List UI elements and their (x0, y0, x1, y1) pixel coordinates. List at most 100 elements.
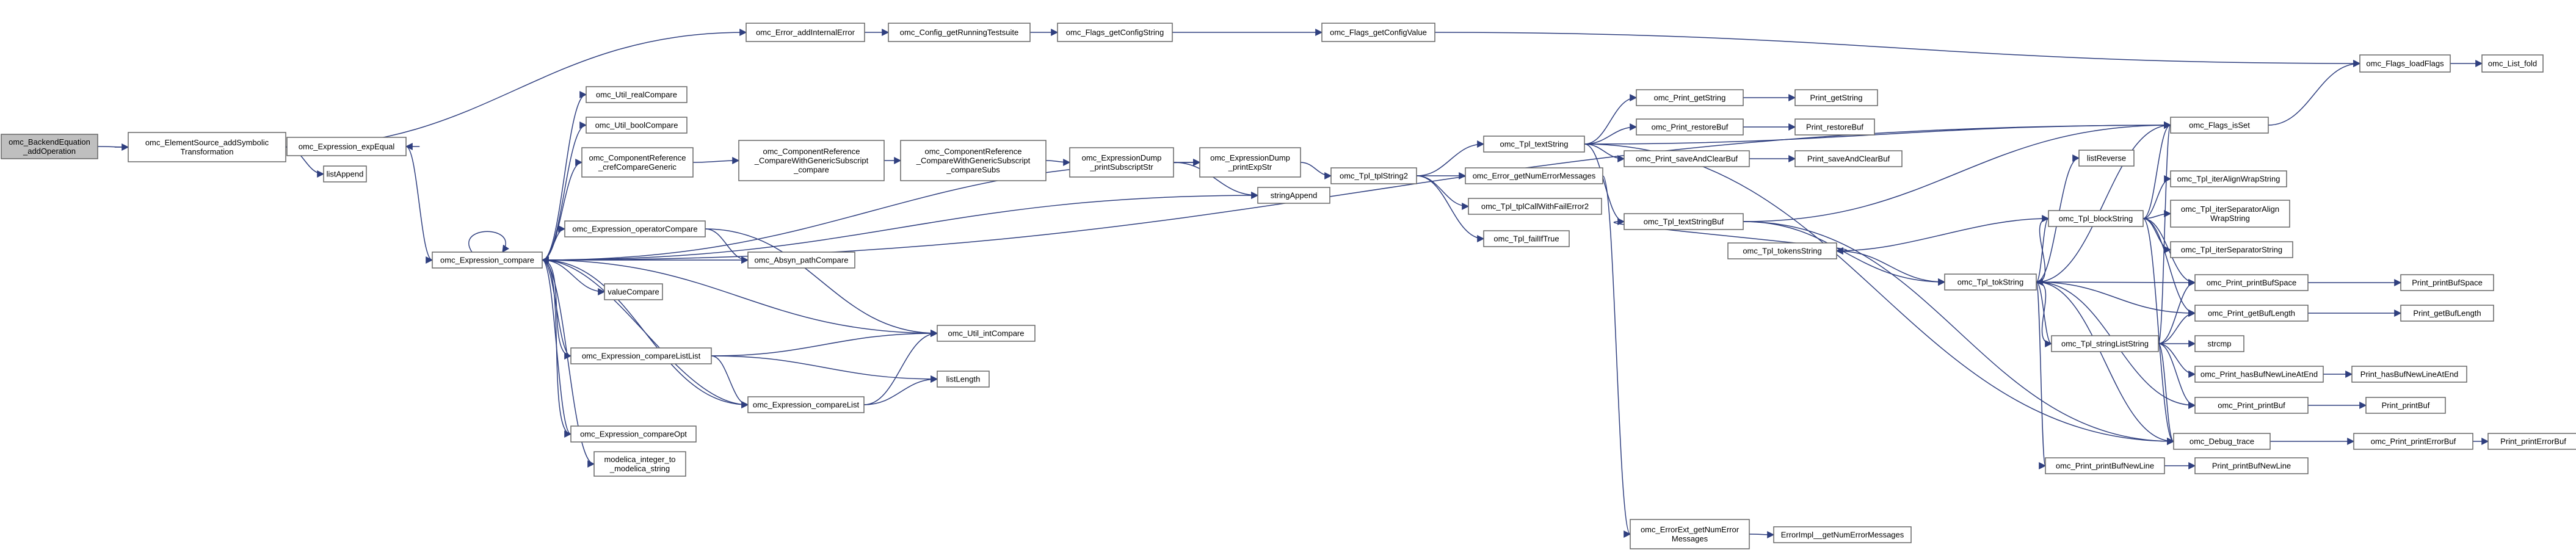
node-utilBool[interactable]: omc_Util_boolCompare (586, 117, 688, 134)
node-expDumpSub[interactable]: omc_ExpressionDump_printSubscriptStr (1069, 147, 1174, 178)
node-label: _compareSubs (946, 165, 1000, 175)
node-tplTokensString[interactable]: omc_Tpl_tokensString (1727, 242, 1837, 259)
edge-tplStrListString-to-printHasNewLine (2158, 343, 2196, 378)
node-tplFailIfTrue[interactable]: omc_Tpl_failIfTrue (1483, 230, 1570, 247)
node-expCompare[interactable]: omc_Expression_compare (432, 251, 543, 269)
node-tplIterSep[interactable]: omc_Tpl_iterSeparatorString (2170, 241, 2293, 258)
node-printHasNewLine[interactable]: omc_Print_hasBufNewLineAtEnd (2194, 366, 2324, 383)
edge-tplTextString-to-tplTextStringBuf (1584, 143, 1625, 225)
edge-tplStrListString-to-tplTokString (2035, 278, 2052, 344)
node-debugTrace[interactable]: omc_Debug_trace (2173, 433, 2271, 450)
node-tplStrListString[interactable]: omc_Tpl_stringListString (2051, 335, 2159, 352)
node-label: omc_Flags_getConfigValue (1330, 28, 1427, 37)
node-cfgRunning[interactable]: omc_Config_getRunningTestsuite (888, 23, 1031, 42)
node-label: omc_Tpl_tokensString (1743, 247, 1821, 256)
node-printSaveClear[interactable]: omc_Print_saveAndClearBuf (1624, 150, 1750, 167)
node-listFold[interactable]: omc_List_fold (2481, 54, 2544, 73)
node-stringAppend[interactable]: stringAppend (1257, 187, 1330, 204)
node-utilReal[interactable]: omc_Util_realCompare (586, 86, 688, 103)
node-box (1069, 147, 1174, 178)
node-box (570, 425, 697, 443)
node-tplTextStringBuf[interactable]: omc_Tpl_textStringBuf (1624, 213, 1744, 230)
node-box (2481, 54, 2544, 73)
edge-expCompare-to-expCompare (468, 231, 509, 253)
node-printBufNewLine[interactable]: omc_Print_printBufNewLine (2045, 457, 2165, 474)
node-label: Print_getBufLength (2413, 309, 2481, 318)
node-box (2359, 54, 2451, 73)
node-label: omc_Config_getRunningTestsuite (900, 28, 1018, 37)
edge-tplTokString-to-flagsIsSet (2036, 121, 2172, 283)
node-listLength[interactable]: listLength (937, 371, 990, 388)
node-box (1321, 23, 1435, 42)
node-printPrintErrorBuf[interactable]: omc_Print_printErrorBuf (2353, 433, 2473, 450)
node-label: _printSubscriptStr (1089, 162, 1153, 172)
node-errAddInternal[interactable]: omc_Error_addInternalError (746, 23, 865, 42)
node-box (1773, 526, 1912, 543)
node-label: omc_Print_printBufSpace (2207, 278, 2296, 288)
node-box (323, 165, 367, 183)
node-label: Print_printBufSpace (2412, 278, 2483, 288)
node-listReverse[interactable]: listReverse (2078, 150, 2135, 167)
node-expCmpListList[interactable]: omc_Expression_compareListList (570, 347, 712, 364)
node-tplBlockString[interactable]: omc_Tpl_blockString (2048, 210, 2144, 227)
node-box (2400, 305, 2494, 322)
node-expCmpList[interactable]: omc_Expression_compareList (747, 396, 865, 413)
node-tplCallFail[interactable]: omc_Tpl_tplCallWithFailError2 (1468, 198, 1602, 215)
node-PrintGetBufLen[interactable]: Print_getBufLength (2400, 305, 2494, 322)
node-label: omc_ComponentReference (925, 147, 1022, 156)
node-tplTokString[interactable]: omc_Tpl_tokString (1944, 273, 2037, 291)
node-flagsGetConfigValue[interactable]: omc_Flags_getConfigValue (1321, 23, 1435, 42)
node-esAdd[interactable]: omc_ElementSource_addSymbolicTransformat… (128, 132, 286, 162)
node-expCmpOpt[interactable]: omc_Expression_compareOpt (570, 425, 697, 443)
node-PrintPrintErrorBuf[interactable]: Print_printErrorBuf (2487, 433, 2576, 450)
node-label: Print_getString (1810, 93, 1863, 103)
node-crefCmpSubs[interactable]: omc_ComponentReference_CompareWithGeneri… (738, 140, 885, 181)
node-box (1624, 213, 1744, 230)
node-PrintBufNewLine[interactable]: Print_printBufNewLine (2194, 457, 2309, 474)
node-flagsIsSet[interactable]: omc_Flags_isSet (2170, 117, 2269, 134)
node-box (586, 86, 688, 103)
node-tplString2[interactable]: omc_Tpl_tplString2 (1330, 167, 1417, 184)
node-label: omc_ElementSource_addSymbolic (145, 138, 269, 147)
node-box (1257, 187, 1330, 204)
node-errImplGetNum[interactable]: ErrorImpl__getNumErrorMessages (1773, 526, 1912, 543)
node-crefCmp[interactable]: omc_ComponentReference_crefCompareGeneri… (581, 147, 694, 178)
node-tplTextString[interactable]: omc_Tpl_textString (1483, 136, 1585, 153)
node-flagsGetConfigString[interactable]: omc_Flags_getConfigString (1057, 23, 1173, 42)
node-errGetNum[interactable]: omc_Error_getNumErrorMessages (1465, 167, 1603, 184)
node-root[interactable]: omc_BackendEquation_addOperation (1, 134, 98, 159)
node-errExtGetNum[interactable]: omc_ErrorExt_getNumErrorMessages (1630, 519, 1750, 549)
node-flagsLoad[interactable]: omc_Flags_loadFlags (2359, 54, 2451, 73)
node-PrintPrintBuf[interactable]: Print_printBuf (2365, 397, 2446, 414)
node-tplIterAlign[interactable]: omc_Tpl_iterAlignWrapString (2170, 170, 2287, 187)
node-printPrintBuf[interactable]: omc_Print_printBuf (2194, 397, 2309, 414)
node-expEqual[interactable]: omc_Expression_expEqual (286, 137, 407, 156)
node-expDumpExp[interactable]: omc_ExpressionDump_printExpStr (1199, 147, 1301, 178)
node-absynPath[interactable]: omc_Absyn_pathCompare (747, 251, 855, 269)
node-printGetString[interactable]: omc_Print_getString (1636, 89, 1744, 106)
node-label: omc_Flags_getConfigString (1066, 28, 1164, 37)
node-crefCmpSubs2[interactable]: omc_ComponentReference_CompareWithGeneri… (900, 140, 1047, 181)
node-expOpCompare[interactable]: omc_Expression_operatorCompare (564, 220, 706, 237)
edge-tplTextStringBuf-to-tplTokString (1743, 221, 1946, 286)
node-listAppend[interactable]: listAppend (323, 165, 367, 183)
node-valueCompare[interactable]: valueCompare (604, 283, 663, 300)
node-box (1624, 150, 1750, 167)
node-box (2400, 274, 2494, 291)
node-PrintSaveClear[interactable]: Print_saveAndClearBuf (1794, 150, 1903, 167)
node-box (1794, 89, 1878, 106)
node-PrintHasNewLine[interactable]: Print_hasBufNewLineAtEnd (2351, 366, 2467, 383)
node-label: omc_Tpl_stringListString (2061, 339, 2149, 349)
node-PrintRestore[interactable]: Print_restoreBuf (1794, 118, 1875, 136)
node-printBufSpace[interactable]: omc_Print_printBufSpace (2194, 274, 2309, 291)
node-box (586, 117, 688, 134)
node-printRestore[interactable]: omc_Print_restoreBuf (1636, 118, 1744, 136)
node-PrintBufSpace[interactable]: Print_printBufSpace (2400, 274, 2494, 291)
node-printGetBufLen[interactable]: omc_Print_getBufLength (2194, 305, 2309, 322)
node-modelicaInt[interactable]: modelica_integer_to_modelica_string (593, 451, 686, 477)
node-strcmp[interactable]: strcmp (2194, 335, 2244, 352)
node-utilInt[interactable]: omc_Util_intCompare (937, 325, 1036, 342)
node-PrintGetString[interactable]: Print_getString (1794, 89, 1878, 106)
edge-tplTextStringBuf-to-flagsIsSet (1743, 121, 2172, 222)
